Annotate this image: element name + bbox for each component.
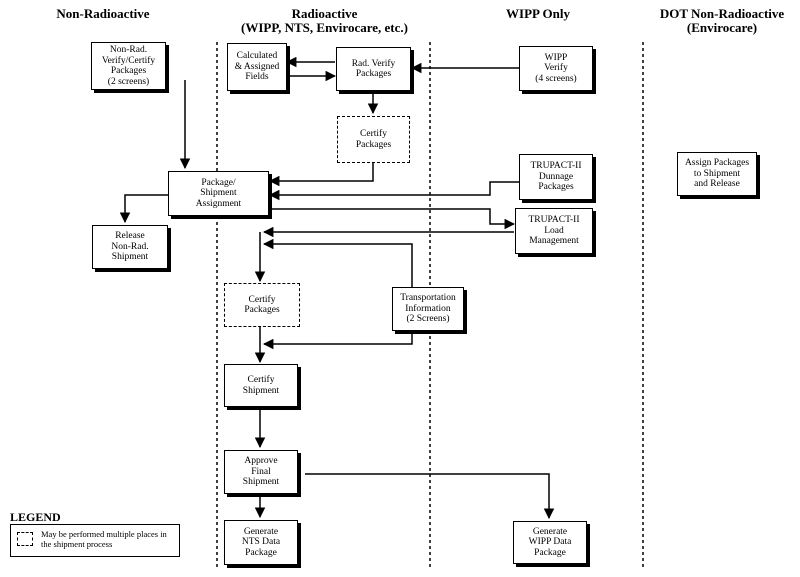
flow-arrows [119, 56, 555, 520]
box-generate-nts-data-package[interactable]: Generate NTS Data Package [224, 520, 298, 565]
arrow-certify-to-assignment [268, 163, 374, 187]
box-assign-packages-release[interactable]: Assign Packages to Shipment and Release [677, 152, 757, 196]
box-certify-packages-2[interactable]: Certify Packages [224, 283, 300, 327]
box-trupact-load-management[interactable]: TRUPACT-II Load Management [515, 208, 593, 254]
box-transportation-information[interactable]: Transportation Information (2 Screens) [392, 287, 464, 331]
arrow-dunnage-to-assignment [268, 181, 520, 201]
box-package-shipment-assignment[interactable]: Package/ Shipment Assignment [168, 171, 269, 216]
box-certify-shipment[interactable]: Certify Shipment [224, 364, 298, 407]
box-approve-final-shipment[interactable]: Approve Final Shipment [224, 450, 298, 494]
arrow-assignment-to-release [119, 194, 168, 224]
legend-box: May be performed multiple places in the … [10, 524, 180, 557]
arrow-transport-to-shipment [262, 331, 413, 350]
legend-title: LEGEND [10, 510, 61, 524]
arrow-assignment-to-load [270, 208, 516, 230]
header-radioactive: Radioactive (WIPP, NTS, Envirocare, etc.… [222, 7, 427, 35]
arrow-transport-to-rad [262, 238, 413, 287]
header-dot-non-radioactive: DOT Non-Radioactive (Envirocare) [648, 7, 796, 35]
box-certify-packages-1[interactable]: Certify Packages [337, 116, 410, 163]
legend-dashed-swatch [17, 532, 33, 546]
box-rad-verify-packages[interactable]: Rad. Verify Packages [336, 47, 411, 91]
column-dividers [216, 42, 644, 568]
header-non-radioactive: Non-Radioactive [56, 6, 150, 21]
header-wipp-only: WIPP Only [506, 6, 570, 21]
box-calculated-fields[interactable]: Calculated & Assigned Fields [227, 43, 287, 91]
box-generate-wipp-data-package[interactable]: Generate WIPP Data Package [513, 521, 587, 564]
box-trupact-dunnage[interactable]: TRUPACT-II Dunnage Packages [519, 154, 593, 200]
legend-text: May be performed multiple places in the … [41, 529, 167, 549]
header-dot-line1: DOT Non-Radioactive [659, 6, 785, 21]
header-dot-line2: (Envirocare) [686, 20, 758, 35]
header-radioactive-line2: (WIPP, NTS, Envirocare, etc.) [241, 20, 408, 35]
box-release-nonrad-shipment[interactable]: Release Non-Rad. Shipment [92, 225, 168, 269]
header-radioactive-line1: Radioactive [291, 6, 358, 21]
box-wipp-verify[interactable]: WIPP Verify (4 screens) [519, 46, 593, 91]
arrow-approve-to-wipp [305, 473, 555, 520]
box-nonrad-verify-certify[interactable]: Non-Rad. Verify/Certify Packages (2 scre… [91, 42, 166, 90]
